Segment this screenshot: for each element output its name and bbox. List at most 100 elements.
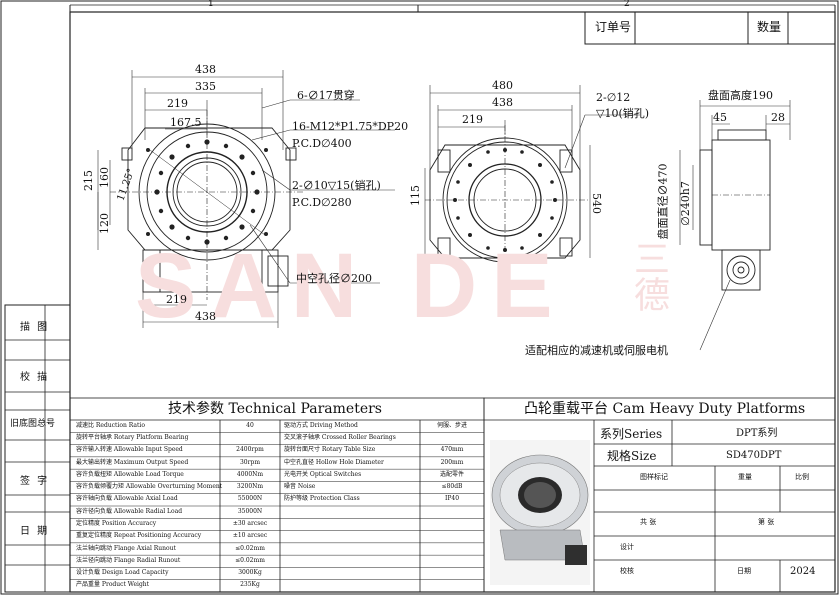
param-cell: 防护等级 Protection Class: [284, 495, 360, 503]
param-cell: 伺服、步进: [436, 421, 468, 429]
dim-335: 335: [195, 80, 216, 93]
param-cell: ≤0.02mm: [235, 544, 265, 552]
param-cell: 30rpm: [239, 458, 261, 466]
spec-label: 规格Size: [607, 449, 657, 463]
year-value: 2024: [790, 566, 816, 577]
param-cell: 容许输入转速 Allowable Input Speed: [76, 446, 183, 454]
dim-height-190: 盘面高度190: [708, 89, 773, 102]
series-label: 系列Series: [600, 427, 663, 441]
total-sheets-label: 共 张: [640, 518, 657, 526]
note-pcd400: P.C.D∅400: [292, 137, 352, 150]
param-cell: 中空孔直径 Hollow Hole Diameter: [284, 458, 384, 466]
param-cell: 法兰轴向跳动 Flange Axial Runout: [76, 544, 176, 552]
param-cell: 旋转台面尺寸 Rotary Table Size: [284, 446, 376, 454]
param-cell: ≤0.02mm: [235, 556, 265, 564]
param-cell: 法兰径向跳动 Flange Radial Runout: [76, 556, 181, 564]
param-cell: IP40: [444, 495, 460, 503]
dim-540: 540: [590, 193, 603, 214]
mark-label: 图样标记: [640, 473, 668, 481]
note-pcd280: P.C.D∅280: [292, 196, 352, 209]
dim-120: 120: [98, 213, 111, 234]
product-title: 凸轮重载平台 Cam Heavy Duty Platforms: [524, 401, 806, 417]
param-cell: 35000N: [237, 507, 263, 515]
param-cell: 最大输出转速 Maximum Output Speed: [76, 458, 189, 466]
param-cell: 470mm: [440, 446, 464, 454]
dim-438-bottom: 438: [195, 310, 216, 323]
frame-col-1: 1: [208, 0, 214, 9]
param-cell: 容许径向负载 Allowable Radial Load: [76, 507, 183, 515]
dim-219-topview: 219: [462, 113, 483, 126]
frame-col-2: 2: [624, 0, 630, 9]
spec-value: SD470DPT: [726, 450, 782, 461]
dim-219-top: 219: [167, 97, 188, 110]
param-cell: 定位精度 Position Accuracy: [76, 519, 157, 527]
product-render: [490, 440, 590, 585]
param-cell: 重复定位精度 Repeat Positioning Accuracy: [76, 532, 202, 540]
design-label: 设计: [620, 543, 634, 551]
dim-28: 28: [771, 111, 785, 124]
dim-45: 45: [713, 111, 727, 124]
side-view: [679, 100, 791, 351]
note-pin-holes: 2-∅10▽15(销孔): [292, 179, 381, 192]
date-label: 日期: [737, 567, 751, 575]
dim-167-5: 167.5: [170, 116, 202, 129]
motor-note: 适配相应的减速机或伺服电机: [525, 344, 668, 357]
param-cell: ±10 arcsec: [232, 532, 268, 540]
series-value: DPT系列: [736, 428, 778, 439]
title-block-grid: [483, 397, 836, 593]
param-cell: 选配零件: [439, 470, 465, 478]
params-row-lines: [70, 432, 484, 580]
left-date-label: 日 期: [20, 526, 50, 537]
param-cell: 交叉滚子轴承 Crossed Roller Bearings: [284, 433, 396, 441]
param-cell: 容许轴向负载 Allowable Axial Load: [76, 495, 178, 503]
dim-438-top: 438: [195, 63, 216, 76]
param-cell: 驱动方式 Driving Method: [284, 421, 358, 429]
param-cell: 产品重量 Product Weight: [76, 581, 150, 589]
note-pin-depth: ▽10(销孔): [596, 107, 650, 120]
param-cell: ±30 arcsec: [232, 519, 268, 527]
param-cell: 200mm: [440, 458, 464, 466]
param-cell: 减速比 Reduction Ratio: [76, 421, 145, 429]
param-cell: 光电开关 Optical Switches: [284, 470, 362, 478]
params-title: 技术参数 Technical Parameters: [168, 401, 382, 417]
scale-label: 比例: [795, 473, 809, 481]
top-view: [424, 85, 640, 275]
note-thread: 16-M12*P1.75*DP20: [292, 120, 409, 133]
dim-115: 115: [409, 185, 422, 206]
param-cell: 2400rpm: [236, 446, 264, 454]
param-cell: 噪音 Noise: [284, 483, 316, 491]
dim-215: 215: [82, 170, 95, 191]
approve-label: 校核: [620, 567, 634, 575]
dim-470: 盘面直径∅470: [656, 163, 670, 240]
left-old-drawing-label: 旧底图总号: [10, 419, 56, 429]
dim-480: 480: [492, 79, 513, 92]
watermark-text: SAN DE: [135, 235, 567, 337]
qty-label: 数量: [757, 20, 782, 34]
note-through-holes: 6-∅17贯穿: [297, 89, 355, 102]
left-draw-label: 描 图: [20, 322, 50, 333]
note-pin-12: 2-∅12: [596, 91, 631, 104]
weight-label: 重量: [738, 473, 752, 481]
dim-240h7: ∅240h7: [678, 181, 692, 226]
dim-160: 160: [98, 167, 111, 188]
dim-438-topview: 438: [492, 96, 513, 109]
param-cell: 3000Kg: [238, 569, 262, 577]
order-no-label: 订单号: [595, 20, 632, 34]
front-view: [97, 70, 395, 328]
param-cell: 40: [246, 421, 254, 429]
param-cell: 4000Nm: [236, 470, 264, 478]
param-cell: 容许负载扭矩 Allowable Load Torque: [76, 470, 184, 478]
param-cell: 容许负载倾覆力矩 Allowable Overturning Moment: [76, 483, 223, 491]
param-cell: ≤80dB: [441, 483, 463, 491]
param-cell: 235Kg: [240, 581, 260, 589]
left-sign-label: 签 字: [20, 476, 50, 487]
watermark-cn: 三德: [628, 240, 669, 312]
param-cell: 55000N: [237, 495, 263, 503]
dim-219-bottom: 219: [166, 293, 187, 306]
param-cell: 设计负载 Design Load Capacity: [76, 569, 169, 577]
sheet-no-label: 第 张: [758, 518, 775, 526]
note-hollow: 中空孔径∅200: [296, 272, 372, 285]
left-check-label: 校 描: [20, 372, 50, 383]
param-cell: 旋转平台轴承 Rotary Platform Bearing: [76, 433, 189, 441]
